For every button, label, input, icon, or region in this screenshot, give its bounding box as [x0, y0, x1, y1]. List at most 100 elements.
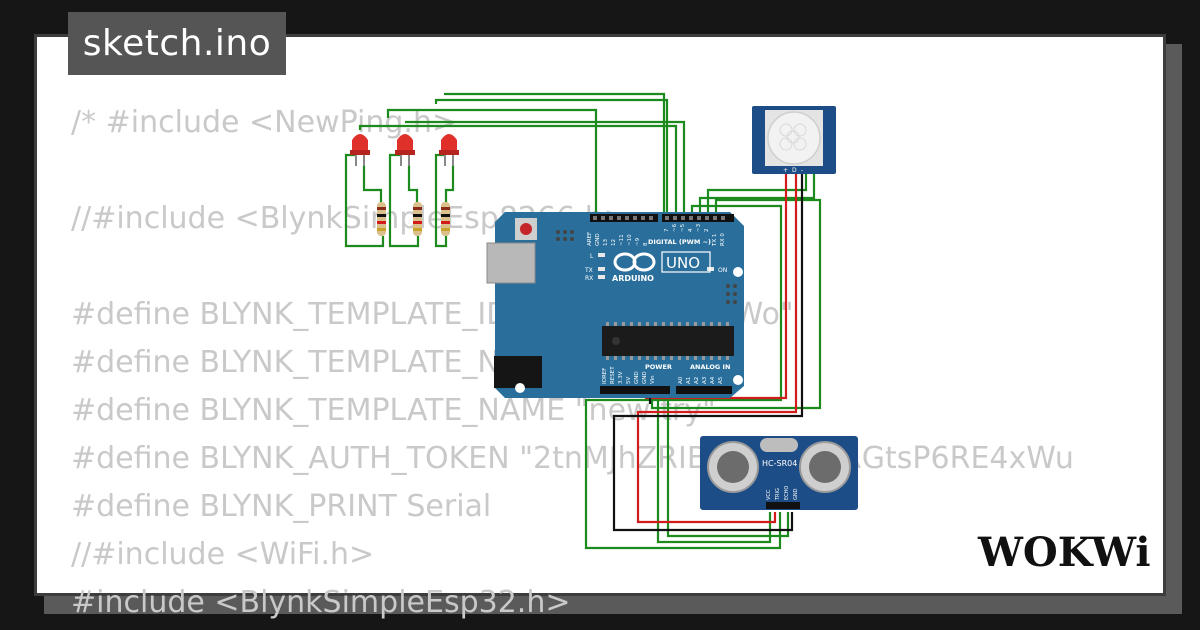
- sensor-pin-label: VCC: [766, 489, 772, 500]
- crystal: [760, 438, 798, 452]
- pir-dome: [767, 111, 821, 165]
- pin-label: GND: [634, 371, 640, 384]
- pin-label: 4: [688, 228, 694, 232]
- pin-label: 12: [611, 239, 617, 246]
- wire: [434, 153, 448, 248]
- wire: [650, 198, 822, 410]
- led-label-rx: RX: [585, 275, 593, 282]
- sensor-model-label: HC-SR04: [762, 459, 797, 468]
- wire: [362, 165, 383, 202]
- code-line: #include <BlynkSimpleEsp32.h>: [71, 585, 571, 620]
- pir-pin-label: -: [801, 167, 803, 174]
- pin-label: 5V: [626, 377, 632, 384]
- filename-tab[interactable]: sketch.ino: [68, 12, 286, 75]
- wire: [698, 172, 816, 218]
- pin-label: ~9: [635, 237, 641, 246]
- wire: [407, 165, 419, 202]
- wire: [358, 124, 678, 218]
- pin-label: 13: [603, 239, 609, 246]
- usb-port: [486, 242, 536, 284]
- pin-label: 8: [643, 242, 649, 246]
- led-red-2[interactable]: [395, 134, 415, 166]
- hc-sr04-sensor[interactable]: HC-SR04 VCC TRIG ECHO GND: [700, 436, 858, 510]
- pin-label: RX 0: [720, 233, 726, 246]
- pin-label: A1: [686, 377, 692, 384]
- led-indicator: [598, 267, 605, 271]
- power-jack: [494, 356, 542, 388]
- code-line: #define BLYNK_PRINT Serial: [71, 489, 492, 524]
- resistor-2[interactable]: [413, 202, 422, 236]
- pin-label: ~6: [672, 223, 678, 232]
- model-label: UNO: [666, 254, 700, 272]
- digital-header-left: [590, 214, 658, 222]
- pin-label: 2: [704, 229, 710, 233]
- wire: [344, 153, 385, 248]
- analog-header: [676, 386, 732, 394]
- wire: [386, 108, 598, 218]
- led-label-l: L: [590, 253, 594, 260]
- pir-pin-label: +: [783, 167, 788, 174]
- on-label: ON: [718, 267, 727, 274]
- led-group: [350, 134, 459, 166]
- pin-label: A5: [718, 376, 724, 384]
- pir-sensor[interactable]: + D -: [752, 106, 836, 174]
- pin-label: ~11: [619, 234, 625, 246]
- wire: [444, 92, 666, 218]
- pin-label: ~10: [627, 234, 633, 246]
- wire-gnd: [612, 172, 804, 532]
- pin-label: GND: [642, 371, 648, 384]
- wire-5v: [636, 172, 798, 524]
- microcontroller-chip: [602, 326, 734, 356]
- pin-label: A0: [678, 376, 684, 384]
- wire: [584, 204, 783, 550]
- arduino-logo-icon: [613, 252, 656, 272]
- resistor-3[interactable]: [441, 202, 450, 236]
- sensor-pin-label: GND: [793, 488, 799, 500]
- wire: [666, 392, 790, 538]
- mount-hole: [733, 375, 743, 385]
- pin-label: RESET: [610, 366, 616, 384]
- pin-label: A4: [710, 376, 716, 384]
- code-line: #define BLYNK_TEMPLATE_NAME "new try": [71, 393, 716, 428]
- wire: [388, 153, 420, 248]
- resistor-group: [377, 202, 450, 236]
- led-red-1[interactable]: [350, 134, 370, 166]
- sensor-pin-label: TRIG: [775, 488, 781, 501]
- pin-label: A2: [694, 377, 700, 384]
- code-preview: /* #include <NewPing.h>//#include <Blynk…: [71, 99, 1074, 627]
- led-red-3[interactable]: [439, 134, 459, 166]
- led-label-tx: TX: [584, 267, 593, 274]
- pin-label: ~3: [696, 223, 702, 232]
- sensor-pin-label: ECHO: [784, 486, 790, 500]
- pin-label: AREF: [587, 232, 593, 246]
- resistor-1[interactable]: [377, 202, 386, 236]
- model-box: [661, 251, 711, 273]
- wire: [656, 392, 772, 544]
- pin-label: 7: [664, 228, 670, 232]
- arduino-uno-board[interactable]: AREF GND 13 12 ~11 ~10 ~9 8 7 ~6 ~5 4 ~3…: [486, 212, 744, 398]
- digital-header-label: DIGITAL (PWM ~): [648, 238, 711, 246]
- wire: [434, 98, 669, 218]
- power-header: [600, 386, 670, 394]
- green-wires: [344, 92, 822, 550]
- wire: [444, 165, 455, 202]
- pin-label: Vin: [650, 375, 656, 384]
- power-header-label: POWER: [645, 363, 672, 371]
- pin-label: A3: [702, 376, 708, 384]
- analog-header-label: ANALOG IN: [690, 363, 730, 371]
- pin-label: IOREF: [602, 368, 608, 384]
- wokwi-logo: WOKWi: [977, 529, 1151, 576]
- wire: [405, 120, 686, 218]
- code-line: //#include <WiFi.h>: [71, 537, 375, 572]
- pin-label: TX 1: [712, 234, 718, 247]
- brand-label: ARDUINO: [612, 274, 654, 283]
- pir-pin-label: D: [792, 167, 797, 174]
- pin-label: ~5: [680, 223, 686, 232]
- led-indicator: [598, 275, 605, 279]
- mount-hole: [733, 267, 743, 277]
- pin-label: 3.3V: [618, 371, 624, 384]
- code-line: /* #include <NewPing.h>: [71, 105, 458, 140]
- mount-hole: [515, 383, 525, 393]
- pin-label: GND: [595, 233, 601, 246]
